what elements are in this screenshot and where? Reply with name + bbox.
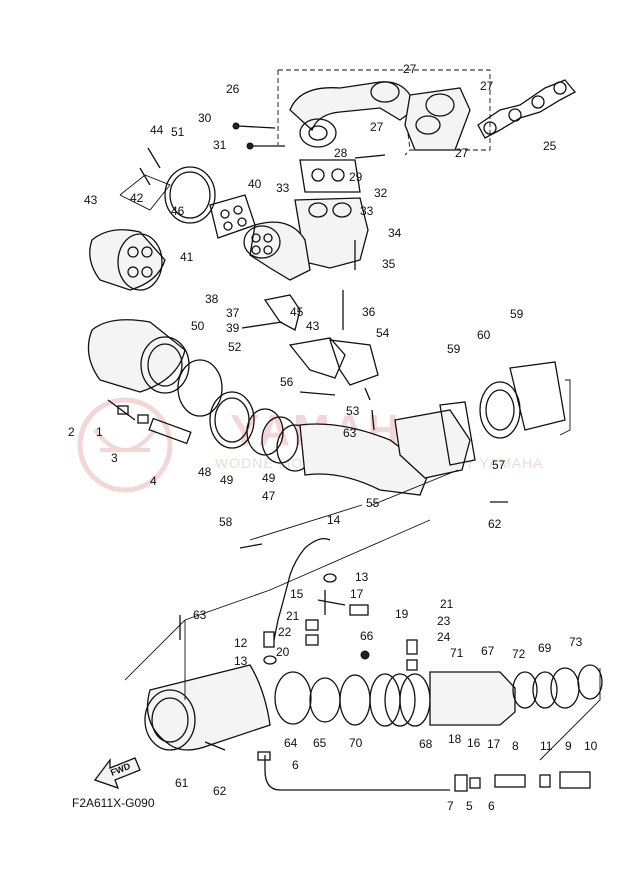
callout: 28: [334, 146, 348, 160]
callout: 54: [376, 326, 390, 340]
callout: 14: [327, 513, 341, 527]
callout: 9: [565, 739, 572, 753]
callout: 49: [220, 473, 234, 487]
callout: 70: [349, 736, 363, 750]
callout: 32: [374, 186, 388, 200]
callout: 21: [440, 597, 454, 611]
callout: 45: [290, 305, 304, 319]
callout: 12: [234, 636, 248, 650]
callout: 44: [150, 123, 164, 137]
callout: 55: [366, 496, 380, 510]
callout: 18: [448, 732, 462, 746]
callout: 68: [419, 737, 433, 751]
callout: 30: [198, 111, 212, 125]
callout: 73: [569, 635, 583, 649]
callout: 64: [284, 736, 298, 750]
callout: 43: [84, 193, 98, 207]
callout: 8: [512, 739, 519, 753]
callout: 66: [360, 629, 374, 643]
callout: 65: [313, 736, 327, 750]
callout: 62: [213, 784, 227, 798]
callout: 40: [248, 177, 262, 191]
callout: 3: [111, 451, 118, 465]
callout: 5: [466, 799, 473, 813]
callout: 16: [467, 736, 481, 750]
callout: 27: [370, 120, 384, 134]
callout: 47: [262, 489, 276, 503]
callout-labels: 1 2 3 4 5 6 6 7 8 9 10 11 12 13 13 14 15…: [68, 62, 598, 813]
callout: 51: [171, 125, 185, 139]
callout: 7: [447, 799, 454, 813]
callout: 61: [175, 776, 189, 790]
callout: 27: [480, 79, 494, 93]
callout: 67: [481, 644, 495, 658]
callout: 50: [191, 319, 205, 333]
forward-arrow: FWD: [93, 757, 141, 790]
callout: 20: [276, 645, 290, 659]
callout: 19: [395, 607, 409, 621]
callout: 72: [512, 647, 526, 661]
callout: 35: [382, 257, 396, 271]
callout: 57: [492, 458, 506, 472]
callout: 17: [350, 587, 364, 601]
callout: 41: [180, 250, 194, 264]
callout: 2: [68, 425, 75, 439]
diagram-code: F2A611X-G090: [72, 796, 155, 810]
callout: 21: [286, 609, 300, 623]
callout: 43: [306, 319, 320, 333]
callout: 11: [540, 739, 553, 753]
callout: 39: [226, 321, 240, 335]
exhaust-manifold-group: [89, 69, 577, 331]
callout: 48: [198, 465, 212, 479]
callout: 49: [262, 471, 276, 485]
callout: 56: [280, 375, 294, 389]
callout: 36: [362, 305, 376, 319]
callout: 59: [510, 307, 524, 321]
callout: 60: [477, 328, 491, 342]
callout: 33: [276, 181, 290, 195]
callout: 13: [355, 570, 369, 584]
callout: 27: [455, 146, 469, 160]
callout: 27: [403, 62, 417, 76]
callout: 62: [488, 517, 502, 531]
callout: 13: [234, 654, 248, 668]
callout: 24: [437, 630, 451, 644]
callout: 37: [226, 306, 240, 320]
callout: 23: [437, 614, 451, 628]
callout: 71: [450, 646, 464, 660]
callout: 17: [487, 737, 501, 751]
callout: 34: [388, 226, 402, 240]
callout: 6: [292, 758, 299, 772]
callout: 63: [193, 608, 207, 622]
callout: 52: [228, 340, 242, 354]
callout: 59: [447, 342, 461, 356]
callout: 10: [584, 739, 598, 753]
callout: 53: [346, 404, 360, 418]
callout: 22: [278, 625, 292, 639]
callout: 1: [96, 425, 103, 439]
water-box-group: [87, 319, 571, 549]
callout: 6: [488, 799, 495, 813]
callout: 69: [538, 641, 552, 655]
callout: 29: [349, 170, 363, 184]
callout: 25: [543, 139, 557, 153]
callout: 63: [343, 426, 357, 440]
callout: 42: [130, 191, 144, 205]
callout: 31: [213, 138, 227, 152]
callout: 38: [205, 292, 219, 306]
callout: 33: [360, 204, 374, 218]
callout: 26: [226, 82, 240, 96]
callout: 4: [150, 474, 157, 488]
callout: 15: [290, 587, 304, 601]
callout: 58: [219, 515, 233, 529]
callout: 46: [171, 204, 185, 218]
exhaust-pipe-group: [124, 519, 603, 792]
